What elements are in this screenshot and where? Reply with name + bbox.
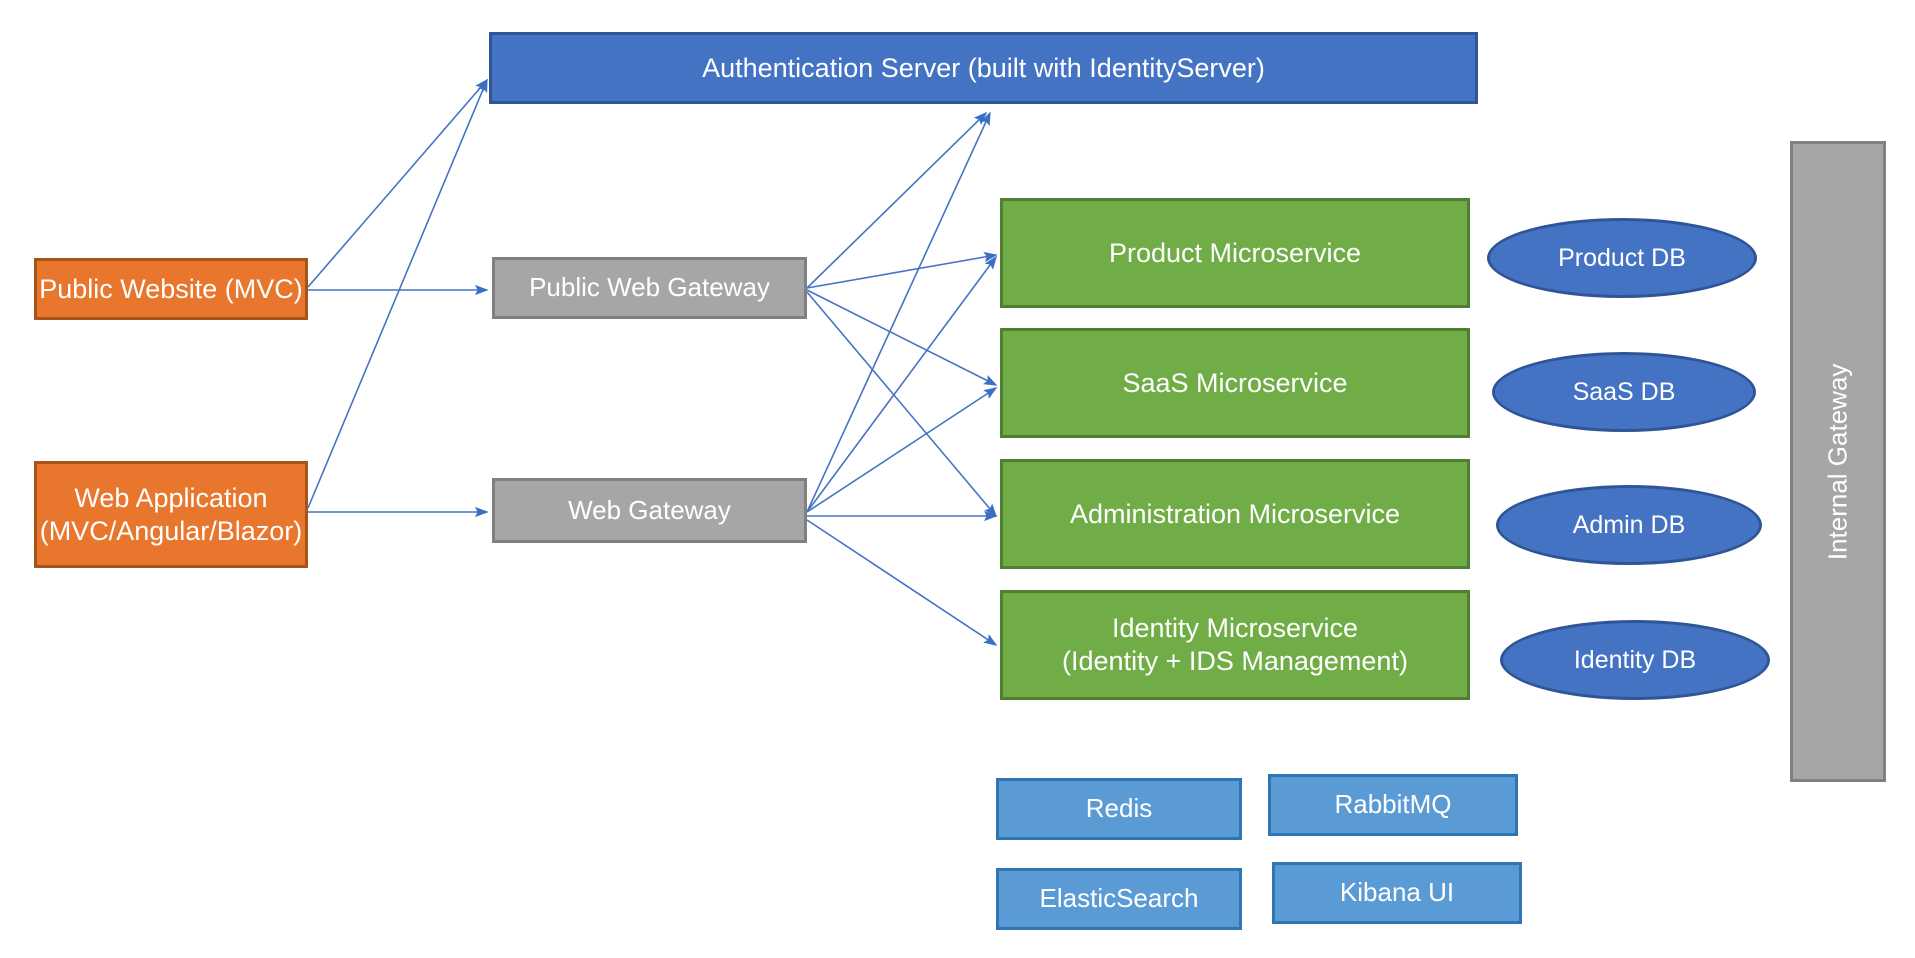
- service-administration-microservice[interactable]: Administration Microservice: [1000, 459, 1470, 569]
- service-saas-microservice[interactable]: SaaS Microservice: [1000, 328, 1470, 438]
- connector-web-gateway-to-saas: [806, 387, 998, 513]
- connector-web-application-to-auth: [307, 78, 488, 509]
- connector-web-gateway-to-auth: [806, 111, 991, 513]
- connector-public-web-gateway-to-administration: [806, 291, 998, 518]
- gateway-web-gateway-label: Web Gateway: [568, 494, 731, 525]
- client-web-application-label: Web Application (MVC/Angular/Blazor): [39, 482, 303, 546]
- database-identity-db-label: Identity DB: [1573, 645, 1697, 674]
- service-product-microservice[interactable]: Product Microservice: [1000, 198, 1470, 308]
- gateway-public-web-gateway[interactable]: Public Web Gateway: [492, 257, 807, 319]
- infra-kibana-ui-label: Kibana UI: [1339, 877, 1455, 908]
- database-product-db-label: Product DB: [1558, 243, 1686, 272]
- service-identity-microservice[interactable]: Identity Microservice (Identity + IDS Ma…: [1000, 590, 1470, 700]
- client-web-application[interactable]: Web Application (MVC/Angular/Blazor): [34, 461, 308, 568]
- gateway-web-gateway[interactable]: Web Gateway: [492, 478, 807, 543]
- service-identity-microservice-label: Identity Microservice (Identity + IDS Ma…: [1062, 613, 1408, 676]
- infra-redis[interactable]: Redis: [996, 778, 1242, 840]
- gateway-public-web-gateway-label: Public Web Gateway: [529, 272, 770, 303]
- infra-rabbitmq-label: RabbitMQ: [1334, 789, 1452, 820]
- infra-redis-label: Redis: [1085, 793, 1153, 824]
- client-public-website-label: Public Website (MVC): [39, 273, 303, 304]
- database-saas-db[interactable]: SaaS DB: [1492, 352, 1756, 432]
- internal-gateway-bar[interactable]: Internal Gateway: [1790, 141, 1886, 782]
- database-identity-db[interactable]: Identity DB: [1500, 620, 1770, 700]
- infra-rabbitmq[interactable]: RabbitMQ: [1268, 774, 1518, 836]
- database-product-db[interactable]: Product DB: [1487, 218, 1757, 298]
- connector-web-gateway-to-identity: [806, 519, 998, 646]
- service-saas-microservice-label: SaaS Microservice: [1122, 367, 1348, 398]
- internal-gateway-label: Internal Gateway: [1822, 363, 1853, 560]
- connector-public-web-gateway-to-auth: [806, 111, 988, 289]
- database-admin-db-label: Admin DB: [1572, 510, 1686, 539]
- service-product-microservice-label: Product Microservice: [1108, 237, 1362, 268]
- authentication-server-box[interactable]: Authentication Server (built with Identi…: [489, 32, 1478, 104]
- database-saas-db-label: SaaS DB: [1572, 377, 1676, 406]
- connector-public-web-gateway-to-product: [806, 252, 998, 289]
- infra-kibana-ui[interactable]: Kibana UI: [1272, 862, 1522, 924]
- infra-elasticsearch-label: ElasticSearch: [1039, 883, 1199, 914]
- connector-public-web-gateway-to-saas: [806, 289, 998, 386]
- service-administration-microservice-label: Administration Microservice: [1069, 498, 1401, 529]
- authentication-server-label: Authentication Server (built with Identi…: [702, 52, 1265, 83]
- client-public-website[interactable]: Public Website (MVC): [34, 258, 308, 320]
- connector-web-gateway-to-product: [806, 255, 997, 513]
- infra-elasticsearch[interactable]: ElasticSearch: [996, 868, 1242, 930]
- connector-public-website-to-auth: [307, 78, 489, 288]
- database-admin-db[interactable]: Admin DB: [1496, 485, 1762, 565]
